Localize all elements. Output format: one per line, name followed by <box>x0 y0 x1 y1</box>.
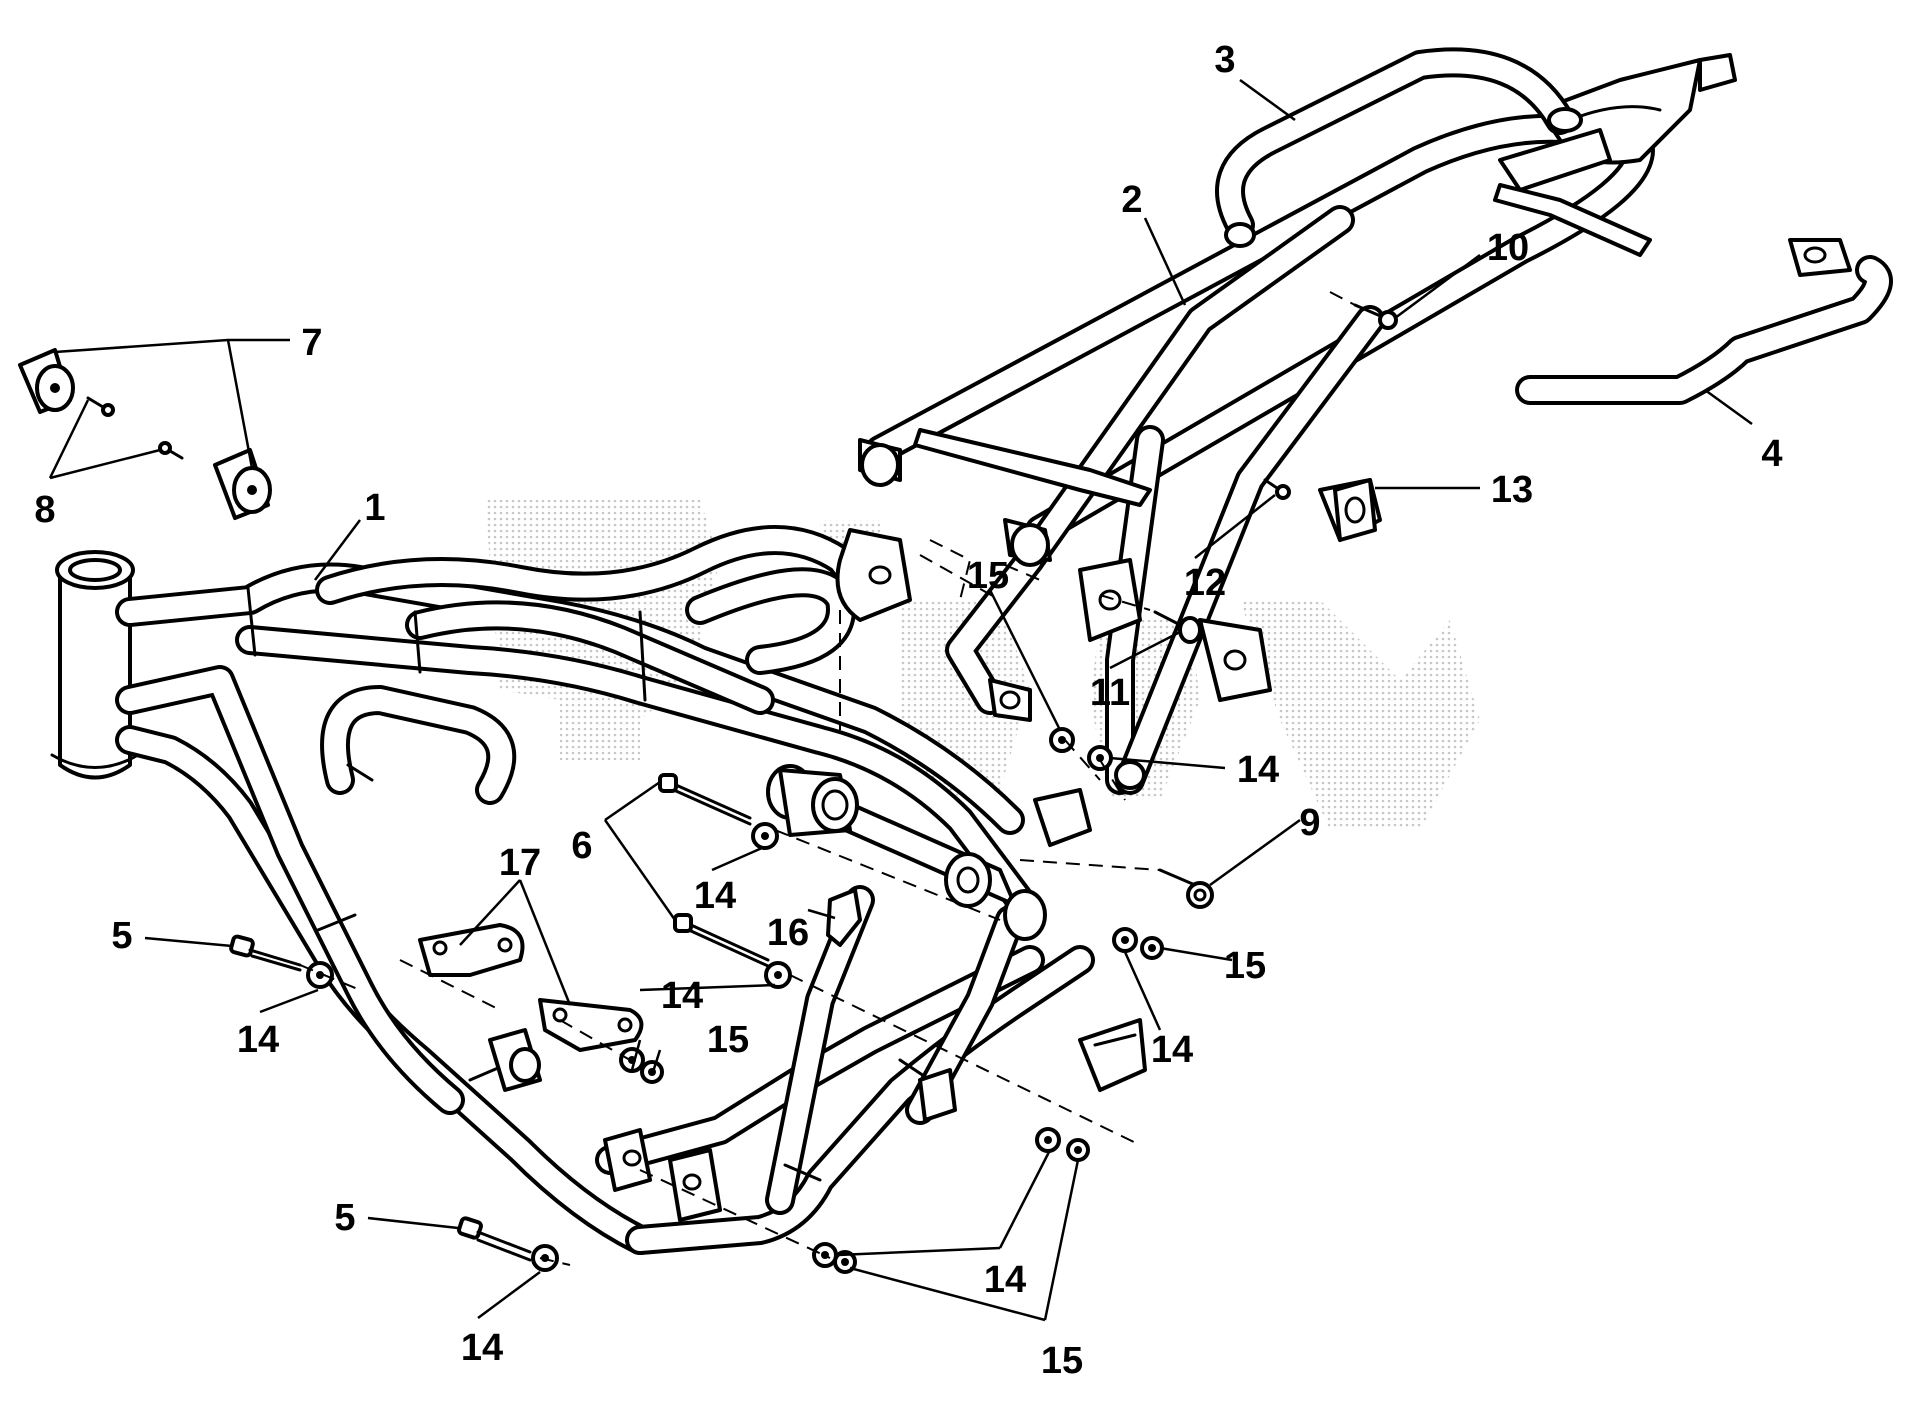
callout-2: 2 <box>1121 179 1142 221</box>
leader-lines <box>48 78 1753 1322</box>
washers-and-nuts <box>306 727 1164 1274</box>
grab-handle-left <box>1215 47 1583 248</box>
callout-14-b: 14 <box>461 1327 503 1369</box>
screw-10 <box>1353 303 1398 330</box>
callout-9: 9 <box>1299 802 1320 844</box>
callout-15-a: 15 <box>967 555 1009 597</box>
spacer-block <box>778 768 859 837</box>
bolt-11 <box>1153 610 1202 644</box>
bolt-5-upper <box>229 934 302 972</box>
steering-head <box>50 550 140 780</box>
engine-plate-17-upper <box>418 923 542 1092</box>
callout-7: 7 <box>301 322 322 364</box>
callout-14-f: 14 <box>1151 1029 1193 1071</box>
callout-13: 13 <box>1491 469 1533 511</box>
callout-14-d: 14 <box>661 975 703 1017</box>
bolt-6-lower <box>673 913 770 968</box>
grab-handle-right <box>1515 238 1893 405</box>
callout-15-b: 15 <box>1224 945 1266 987</box>
callout-10: 10 <box>1487 227 1529 269</box>
callout-14-e: 14 <box>1237 749 1279 791</box>
callout-11: 11 <box>1090 672 1130 714</box>
bolt-5-lower <box>457 1216 532 1262</box>
callout-8: 8 <box>34 489 55 531</box>
callout-14-c: 14 <box>694 875 736 917</box>
rubber-bumper-upper <box>18 348 75 414</box>
callout-3: 3 <box>1214 39 1235 81</box>
callout-1: 1 <box>364 487 385 529</box>
callout-14-g: 14 <box>984 1259 1026 1301</box>
bolt-9 <box>1158 868 1214 909</box>
callout-12: 12 <box>1184 562 1226 604</box>
callout-17: 17 <box>499 842 541 884</box>
rubber-bumper-lower <box>213 448 272 520</box>
callout-15-c: 15 <box>707 1019 749 1061</box>
engine-plate-17-lower <box>538 998 644 1052</box>
callout-5-lower: 5 <box>334 1197 355 1239</box>
callout-5-upper: 5 <box>111 915 132 957</box>
callout-16: 16 <box>767 912 809 954</box>
assembly-lines <box>299 291 1356 1266</box>
main-frame <box>50 525 1147 1255</box>
callout-labels: 1 2 3 4 5 5 6 7 8 9 10 11 12 13 14 14 14… <box>34 39 1782 1382</box>
callout-14-a: 14 <box>237 1019 279 1061</box>
bracket-13 <box>1333 478 1377 542</box>
callout-6: 6 <box>571 825 592 867</box>
screw-8-upper <box>86 396 115 417</box>
bolt-6-upper <box>658 773 752 826</box>
callout-4: 4 <box>1761 433 1782 475</box>
screw-8-lower <box>158 441 184 460</box>
bolt-12 <box>1263 478 1291 500</box>
cable-clip-16 <box>826 888 862 947</box>
callout-15-d: 15 <box>1041 1340 1083 1382</box>
